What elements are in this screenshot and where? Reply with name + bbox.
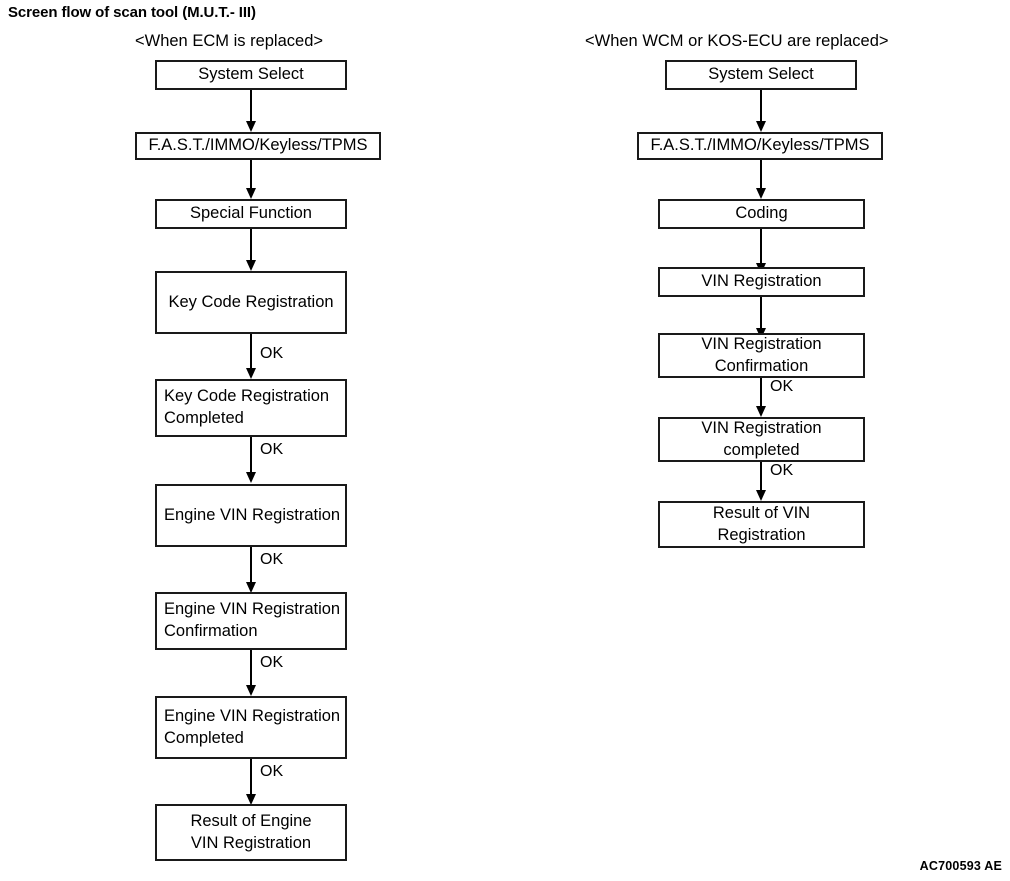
edge-label-ok-left-1: OK bbox=[260, 345, 284, 362]
node-label: Key Code Registration Completed bbox=[164, 387, 330, 427]
edge-label-ok-right-2: OK bbox=[770, 462, 794, 479]
node-engine-vin-registration-completed[interactable]: Engine VIN Registration Completed bbox=[155, 696, 347, 759]
arrowhead-right-2 bbox=[755, 188, 766, 199]
connector-right-5 bbox=[760, 378, 762, 409]
arrowhead-left-4 bbox=[245, 368, 256, 379]
node-result-of-engine-vin-registration[interactable]: Result of Engine VIN Registration bbox=[155, 804, 347, 861]
arrowhead-left-6 bbox=[245, 582, 256, 593]
edge-label-ok-left-4: OK bbox=[260, 654, 284, 671]
node-label: Engine VIN Registration Completed bbox=[164, 706, 341, 747]
arrowhead-right-5 bbox=[755, 406, 766, 417]
arrowhead-right-6 bbox=[755, 490, 766, 501]
connector-left-3 bbox=[250, 229, 252, 262]
node-label: System Select bbox=[708, 65, 814, 84]
diagram-code: AC700593 AE bbox=[919, 859, 1002, 873]
page-title: Screen flow of scan tool (M.U.T.- III) bbox=[8, 4, 256, 21]
connector-left-7 bbox=[250, 650, 252, 687]
edge-label-ok-left-2: OK bbox=[260, 441, 284, 458]
connector-left-1 bbox=[250, 90, 252, 123]
connector-left-4 bbox=[250, 334, 252, 370]
connector-left-6 bbox=[250, 547, 252, 584]
node-label: Result of VIN Registration bbox=[712, 503, 811, 544]
node-key-code-registration-completed[interactable]: Key Code Registration Completed bbox=[155, 379, 347, 437]
node-vin-registration-confirmation[interactable]: VIN Registration Confirmation bbox=[658, 333, 865, 378]
node-label: F.A.S.T./IMMO/Keyless/TPMS bbox=[148, 136, 368, 155]
connector-left-5 bbox=[250, 437, 252, 474]
node-label: Special Function bbox=[190, 204, 312, 223]
node-label: Result of Engine VIN Registration bbox=[190, 811, 312, 852]
node-result-of-vin-registration[interactable]: Result of VIN Registration bbox=[658, 501, 865, 548]
arrowhead-left-2 bbox=[245, 188, 256, 199]
node-engine-vin-registration-confirmation[interactable]: Engine VIN Registration Confirmation bbox=[155, 592, 347, 650]
node-system-select-left[interactable]: System Select bbox=[155, 60, 347, 90]
connector-right-2 bbox=[760, 160, 762, 190]
edge-label-ok-left-5: OK bbox=[260, 763, 284, 780]
node-label: Key Code Registration bbox=[168, 292, 334, 311]
arrowhead-left-1 bbox=[245, 121, 256, 132]
edge-label-ok-left-3: OK bbox=[260, 551, 284, 568]
node-key-code-registration[interactable]: Key Code Registration bbox=[155, 271, 347, 334]
node-vin-registration[interactable]: VIN Registration bbox=[658, 267, 865, 297]
node-label: System Select bbox=[198, 65, 304, 84]
column-heading-wcm-kos: <When WCM or KOS-ECU are replaced> bbox=[585, 32, 889, 50]
arrowhead-left-8 bbox=[245, 794, 256, 805]
arrowhead-right-1 bbox=[755, 121, 766, 132]
node-label: Engine VIN Registration Confirmation bbox=[164, 600, 341, 640]
arrowhead-left-7 bbox=[245, 685, 256, 696]
connector-right-6 bbox=[760, 462, 762, 493]
connector-right-3 bbox=[760, 229, 762, 265]
connector-left-2 bbox=[250, 160, 252, 190]
node-engine-vin-registration[interactable]: Engine VIN Registration bbox=[155, 484, 347, 547]
node-label: Coding bbox=[735, 204, 788, 223]
arrowhead-left-3 bbox=[245, 260, 256, 271]
node-label: F.A.S.T./IMMO/Keyless/TPMS bbox=[650, 136, 870, 155]
connector-right-4 bbox=[760, 297, 762, 330]
arrowhead-left-5 bbox=[245, 472, 256, 483]
node-label: VIN Registration bbox=[701, 272, 822, 291]
connector-left-8 bbox=[250, 759, 252, 796]
column-heading-ecm: <When ECM is replaced> bbox=[135, 32, 324, 50]
node-label: VIN Registration completed bbox=[701, 418, 822, 459]
node-fast-immo-keyless-tpms-left[interactable]: F.A.S.T./IMMO/Keyless/TPMS bbox=[135, 132, 381, 160]
node-coding[interactable]: Coding bbox=[658, 199, 865, 229]
node-label: VIN Registration Confirmation bbox=[701, 334, 822, 375]
node-special-function[interactable]: Special Function bbox=[155, 199, 347, 229]
node-vin-registration-completed[interactable]: VIN Registration completed bbox=[658, 417, 865, 462]
edge-label-ok-right-1: OK bbox=[770, 378, 794, 395]
node-label: Engine VIN Registration bbox=[164, 505, 341, 524]
node-system-select-right[interactable]: System Select bbox=[665, 60, 857, 90]
node-fast-immo-keyless-tpms-right[interactable]: F.A.S.T./IMMO/Keyless/TPMS bbox=[637, 132, 883, 160]
connector-right-1 bbox=[760, 90, 762, 123]
